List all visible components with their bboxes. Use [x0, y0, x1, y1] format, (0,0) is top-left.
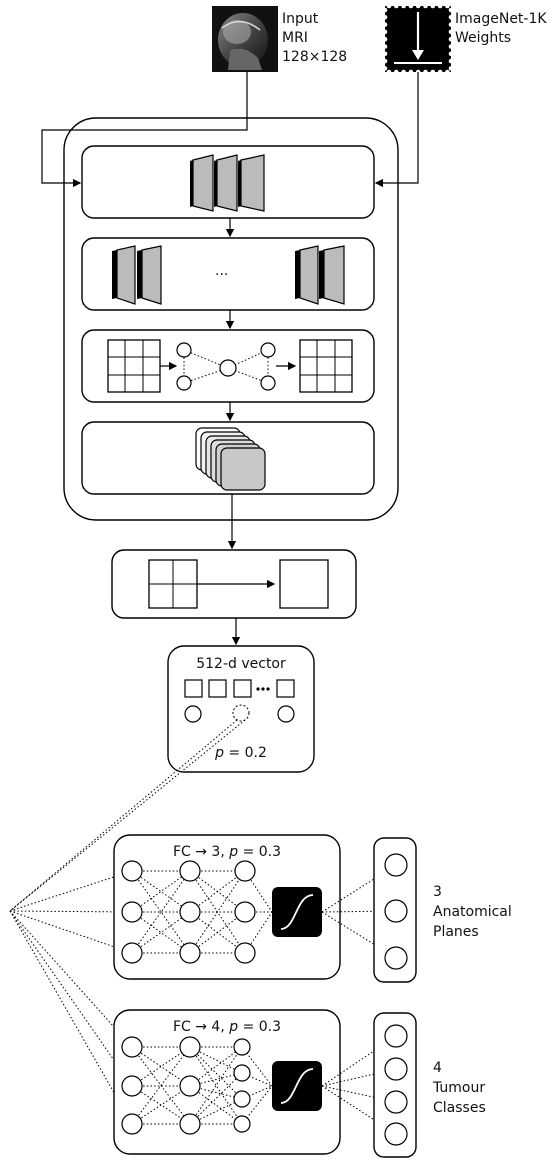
tumour-label-line2: Tumour — [432, 1080, 485, 1096]
feature-grid-left — [108, 340, 160, 392]
head-planes-activation — [272, 887, 322, 937]
vector-cells — [185, 680, 294, 697]
planes-label-line2: Anatomical — [433, 904, 512, 920]
input-label-line3: 128×128 — [282, 49, 347, 65]
head-planes-title: FC → 3, p = 0.3 — [173, 844, 281, 860]
weights-label-line2: Weights — [455, 30, 511, 46]
vector-title: 512-d vector — [196, 656, 286, 672]
input-label-line1: Input — [282, 11, 319, 27]
plane-output-node — [385, 854, 407, 876]
planes-label-line1: 3 — [433, 884, 442, 900]
planes-label-line3: Planes — [433, 924, 479, 940]
tumour-output-node — [385, 1025, 407, 1047]
plane-output-node — [385, 900, 407, 922]
mri-thumbnail — [212, 6, 278, 72]
pooling-grid — [149, 560, 197, 608]
tumour-label-line3: Classes — [433, 1100, 486, 1116]
tumour-output-node — [385, 1091, 407, 1113]
weights-label-line1: ImageNet-1K — [455, 11, 547, 27]
tumour-output-node — [385, 1123, 407, 1145]
residual-filters-right — [295, 246, 344, 304]
feature-grid-right — [300, 340, 352, 392]
head-tumour-title: FC → 4, p = 0.3 — [173, 1019, 281, 1035]
tumour-label-line1: 4 — [433, 1060, 442, 1076]
vector-dropout-label: p = 0.2 — [214, 745, 267, 761]
tumour-output-node — [385, 1058, 407, 1080]
pooled-cell — [280, 560, 328, 608]
stem-filters — [190, 155, 264, 211]
input-label-line2: MRI — [282, 30, 308, 46]
head-tumour-activation — [272, 1061, 322, 1111]
ellipsis: ··· — [215, 267, 228, 283]
plane-output-node — [385, 947, 407, 969]
weights-icon — [383, 4, 454, 75]
